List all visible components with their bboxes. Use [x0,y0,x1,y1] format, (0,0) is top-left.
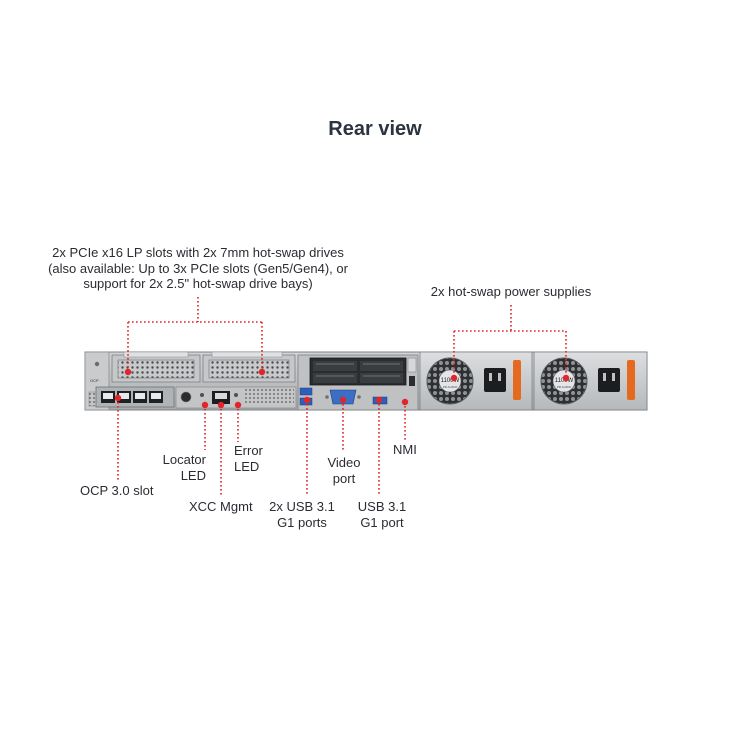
power-inlet-icon [598,368,620,392]
leader-usb-single [375,396,383,496]
psu-release-tab [627,360,635,400]
power-supply-1: 1100W PD AUDIO [419,351,533,411]
callout-ocp: OCP 3.0 slot [80,483,154,498]
psu-sublabel: PD AUDIO [443,385,458,389]
ocp-slot [95,386,175,408]
leader-pcie [124,297,266,376]
psu-release-tab [513,360,521,400]
callout-xcc: XCC Mgmt [189,499,253,514]
callout-nmi: NMI [393,442,417,457]
callout-usb-single: USB 3.1 G1 port [357,499,407,530]
callout-psu: 2x hot-swap power supplies [430,284,592,299]
power-supply-2: 1100W PD AUDIO [533,351,648,411]
ocp-tag: OCP [90,378,99,383]
leader-xcc [217,401,225,495]
leader-usb-pair [303,396,311,496]
psu-sublabel: PD AUDIO [557,385,572,389]
leader-error [234,401,242,442]
leader-psu [450,305,570,382]
management-panel [175,386,297,409]
center-io-module [297,354,419,411]
callout-locator: Locator LED [162,452,206,483]
locator-led-icon [200,393,204,397]
callout-video: Video port [327,455,361,486]
psu-rating-label: 1100W [441,378,460,384]
page-title: Rear view [328,118,422,140]
leader-locator [201,401,209,450]
leader-nmi [401,398,409,440]
pcie-slot-1 [111,351,201,383]
callout-error: Error LED [234,443,263,474]
usb-port-icon [299,387,313,396]
callout-usb-pair: 2x USB 3.1 G1 ports [269,499,335,530]
psu-rating-label: 1100W [555,378,574,384]
locator-button-icon [180,391,192,403]
leader-video [339,396,347,452]
error-led-icon [234,393,238,397]
leader-ocp [114,394,122,482]
callout-pcie: 2x PCIe x16 LP slots with 2x 7mm hot-swa… [48,245,348,291]
pcie-slot-2 [202,351,296,383]
power-inlet-icon [484,368,506,392]
